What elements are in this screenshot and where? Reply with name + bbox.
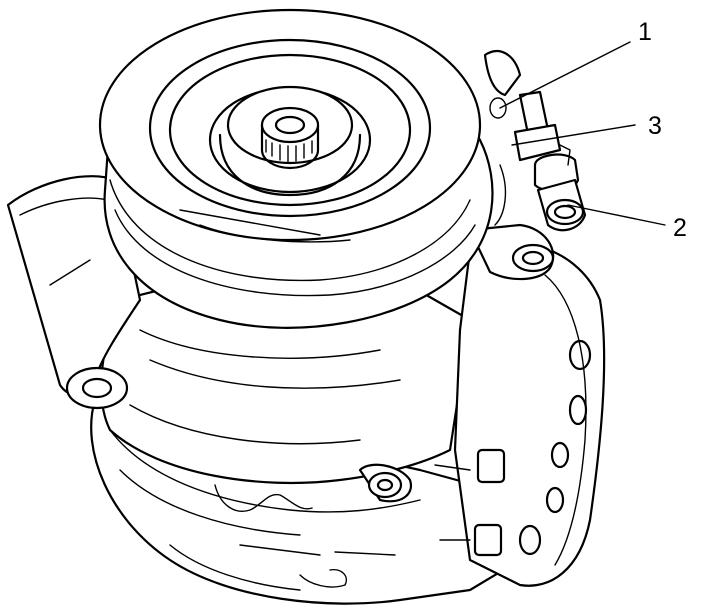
clutch-pulley	[98, 8, 494, 329]
callout-1-label: 1	[638, 18, 652, 46]
callout-2-label: 2	[673, 214, 687, 242]
lower-mounting-lug	[358, 463, 413, 503]
upper-mounting-lug	[468, 223, 555, 281]
callout-1-leader	[499, 41, 631, 109]
pressure-switch-assembly	[483, 50, 587, 232]
pulley-hub	[208, 85, 372, 197]
left-mounting-bracket	[6, 175, 142, 410]
compressor-rear-housing	[434, 241, 606, 587]
callout-3-label: 3	[648, 112, 662, 140]
callout-leaders	[499, 41, 666, 226]
callout-3-leader	[511, 124, 636, 146]
callout-2-leader	[567, 204, 666, 226]
